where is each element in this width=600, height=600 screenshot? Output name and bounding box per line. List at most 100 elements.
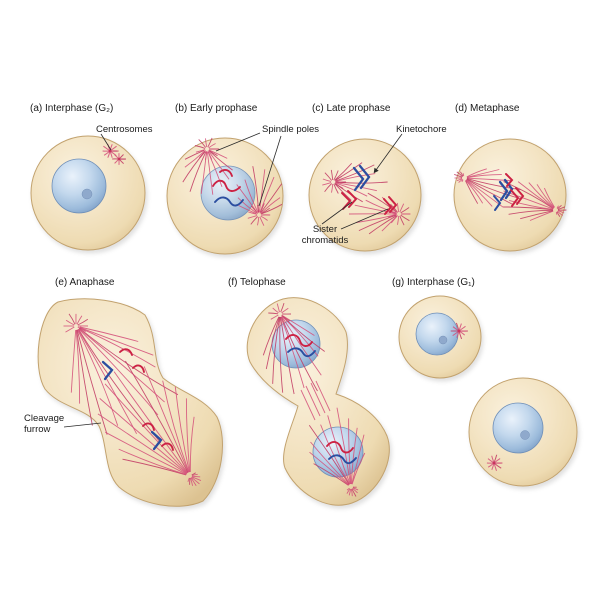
spindle-fiber <box>313 463 349 486</box>
midbody-fiber <box>315 380 331 412</box>
spindle-fiber <box>335 173 376 182</box>
spindle-fiber <box>103 151 110 156</box>
spindle-fiber <box>272 307 279 314</box>
spindle-fiber <box>97 413 187 475</box>
spindle-fiber <box>517 181 554 209</box>
spindle-fiber <box>265 316 280 370</box>
spindle-fiber <box>456 178 463 182</box>
spindle-fiber <box>208 149 218 157</box>
spindle-fiber <box>270 314 279 320</box>
leader-lines <box>63 132 403 428</box>
spindle-fiber <box>206 151 214 195</box>
chromosome-blue <box>493 195 502 211</box>
spindle-fiber <box>461 179 464 183</box>
spindle-fiber <box>279 316 284 393</box>
spindle-fiber <box>465 180 484 204</box>
chromosome-blue <box>498 180 509 202</box>
spindle-fiber <box>259 203 265 214</box>
panel-label-e: (e) Anaphase <box>55 277 115 288</box>
centrosome-aster <box>450 322 503 471</box>
spindle-fiber <box>207 137 213 148</box>
spindle-fiber <box>189 151 207 192</box>
spindle-fiber <box>260 207 270 215</box>
spindle-fiber <box>381 215 398 232</box>
chromosome-red <box>326 441 354 454</box>
spindle-fiber <box>122 458 187 476</box>
spindle-fiber <box>487 463 494 468</box>
chromosome-red <box>161 442 174 451</box>
spindle-fiber <box>358 214 397 232</box>
spindle-fiber <box>276 303 280 313</box>
nucleus <box>200 165 256 221</box>
spindle-fiber <box>351 434 365 485</box>
spindle-fiber <box>281 315 319 357</box>
spindle-fiber <box>280 302 285 313</box>
spindle-fiber <box>458 331 463 340</box>
spindle-fiber <box>336 407 351 485</box>
spindle-fiber <box>397 215 400 225</box>
cell-membrane <box>246 297 390 506</box>
spindle-fiber <box>528 182 555 209</box>
spindle-fiber <box>557 205 562 210</box>
spindle-fiber <box>494 458 501 463</box>
panel-b-early-prophase <box>166 137 284 255</box>
chromosome-blue <box>503 178 514 200</box>
spindle-fiber <box>330 169 334 181</box>
spindle-fiber <box>114 159 119 164</box>
spindle-fiber <box>184 150 206 168</box>
spindle-fiber <box>268 312 279 315</box>
leader-line-cleavage-furrow <box>63 422 102 428</box>
spindle-fiber <box>508 199 554 210</box>
spindle-fiber <box>191 475 201 478</box>
leader-line-kinetochore <box>375 133 403 171</box>
leader-line-spindle-pole-top <box>215 132 261 152</box>
spindle-fiber <box>209 149 228 159</box>
nucleus <box>51 158 107 214</box>
annotation-kinetochore: Kinetochore <box>396 124 447 135</box>
spindle-fiber <box>557 210 563 216</box>
spindle-fiber <box>191 472 196 476</box>
panel-f-telophase <box>246 297 390 506</box>
panel-a-interphase-g2 <box>30 135 146 251</box>
spindle-fiber <box>466 179 514 205</box>
spindle-fiber <box>191 473 198 477</box>
spindle-fiber <box>536 184 555 208</box>
spindle-fiber <box>237 197 257 214</box>
spindle-fiber <box>208 150 233 171</box>
spindle-fiber <box>400 207 410 214</box>
spindle-fiber <box>260 197 281 214</box>
chromosome-blue <box>101 360 114 381</box>
spindle-fiber <box>143 366 189 473</box>
nucleolus <box>81 188 93 200</box>
panel-label-d: (d) Metaphase <box>455 103 520 114</box>
spindle-fiber <box>114 154 119 159</box>
spindle-fiber <box>76 329 93 426</box>
spindle-fiber <box>348 488 352 496</box>
spindle-fiber <box>250 205 259 214</box>
chromosome-red <box>219 168 233 177</box>
spindle-fiber <box>107 151 111 158</box>
chromosome-blue <box>358 164 371 190</box>
centrosome-aster <box>102 143 127 165</box>
spindle-fiber <box>182 151 206 183</box>
spindle-fiber <box>257 204 260 214</box>
spindle-fiber <box>110 145 117 151</box>
telophase-spindle <box>262 302 366 497</box>
spindle-fiber <box>250 216 259 225</box>
spindle-fiber <box>491 463 495 470</box>
spindle-fiber <box>260 215 268 221</box>
spindle-fiber <box>466 168 487 178</box>
spindle-fiber <box>189 416 195 473</box>
spindle-fiber <box>493 454 498 463</box>
spindle-fiber <box>281 316 322 376</box>
spindle-fiber <box>252 166 260 213</box>
spindle-fiber <box>459 325 466 331</box>
nucleolus <box>438 335 448 345</box>
spindle-fiber <box>354 204 397 214</box>
spindle-fiber <box>65 319 75 326</box>
chromosome-red <box>347 190 358 208</box>
spindle-fiber <box>396 202 400 213</box>
spindle-fiber <box>70 329 77 393</box>
spindle-fiber <box>322 182 332 186</box>
spindle-fiber <box>529 210 554 221</box>
